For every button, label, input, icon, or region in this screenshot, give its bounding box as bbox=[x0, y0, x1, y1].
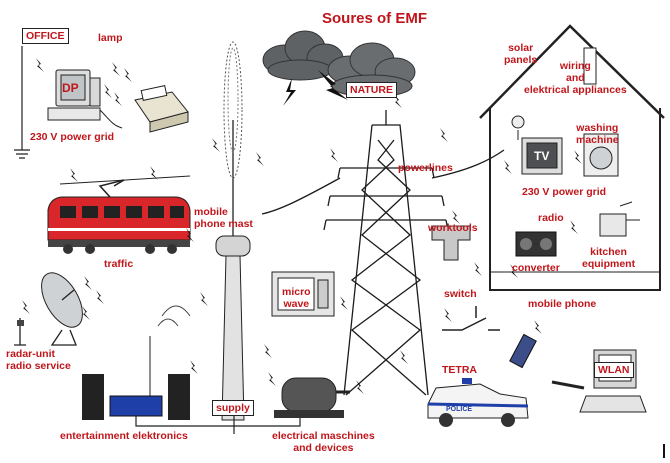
stereo-icon bbox=[82, 305, 191, 420]
police-text: POLICE bbox=[446, 406, 473, 413]
switch-icon bbox=[442, 306, 500, 331]
diagram-title: Soures of EMF bbox=[322, 10, 428, 27]
lightning-icon bbox=[70, 166, 158, 182]
washing-machine-icon bbox=[583, 133, 619, 177]
converter-label: converter bbox=[512, 262, 560, 274]
radio-label: radio bbox=[538, 212, 564, 224]
blank-corner bbox=[580, 432, 670, 463]
wlan-label: WLAN bbox=[594, 362, 634, 378]
radar-radio-label: radar-unit radio service bbox=[6, 348, 71, 372]
tv-label: TV bbox=[534, 149, 550, 163]
kitchen-icon bbox=[599, 201, 640, 237]
dp-label: DP bbox=[62, 81, 79, 95]
office-frame bbox=[14, 46, 30, 159]
office-label: OFFICE bbox=[22, 28, 69, 44]
train-icon bbox=[47, 175, 191, 254]
wiring-label: wiring and elektrical appliances bbox=[524, 60, 627, 96]
tetra-label: TETRA bbox=[442, 364, 477, 376]
house-power-grid-label: 230 V power grid bbox=[522, 186, 607, 198]
lightning-icon bbox=[283, 70, 348, 106]
mobile-phone-mast-label: mobile phone mast bbox=[194, 206, 253, 230]
lightning-icon bbox=[534, 320, 542, 334]
lamp-icon bbox=[511, 115, 525, 140]
solar-panels-label: solar panels bbox=[504, 42, 538, 66]
phone-icon bbox=[509, 333, 537, 369]
printer-icon bbox=[134, 85, 189, 133]
police-car-icon bbox=[427, 378, 529, 427]
motor-icon bbox=[274, 377, 350, 418]
drill-icon bbox=[431, 225, 471, 261]
powerlines-label: powerlines bbox=[398, 162, 453, 174]
cloud-icon bbox=[327, 42, 416, 98]
mobile-phone-label: mobile phone bbox=[528, 298, 597, 310]
nature-label: NATURE bbox=[346, 82, 397, 98]
radio-icon bbox=[515, 231, 557, 257]
office-power-grid-label: 230 V power grid bbox=[30, 131, 115, 143]
supply-wiring bbox=[135, 416, 301, 434]
pylon-icon bbox=[261, 110, 505, 396]
entertainment-label: entertainment elektronics bbox=[60, 430, 188, 442]
switch-label: switch bbox=[444, 288, 477, 300]
laptop-icon bbox=[551, 349, 647, 413]
tv-icon bbox=[521, 137, 563, 175]
worktools-label: worktools bbox=[428, 222, 478, 234]
machines-label: electrical maschines and devices bbox=[272, 430, 375, 454]
house-icon bbox=[479, 24, 665, 291]
lightning-icon bbox=[340, 296, 348, 310]
computer-icon bbox=[47, 69, 123, 129]
microwave-label: micro wave bbox=[282, 286, 311, 310]
radar-dish-icon bbox=[14, 272, 83, 346]
lamp-label: lamp bbox=[98, 32, 123, 44]
traffic-label: traffic bbox=[104, 258, 134, 270]
kitchen-equipment-label: kitchen equipment bbox=[582, 246, 636, 270]
supply-label: supply bbox=[212, 400, 254, 416]
microwave-icon bbox=[271, 271, 335, 317]
washing-machine-label: washing machine bbox=[576, 122, 619, 146]
mast-icon bbox=[215, 41, 251, 421]
